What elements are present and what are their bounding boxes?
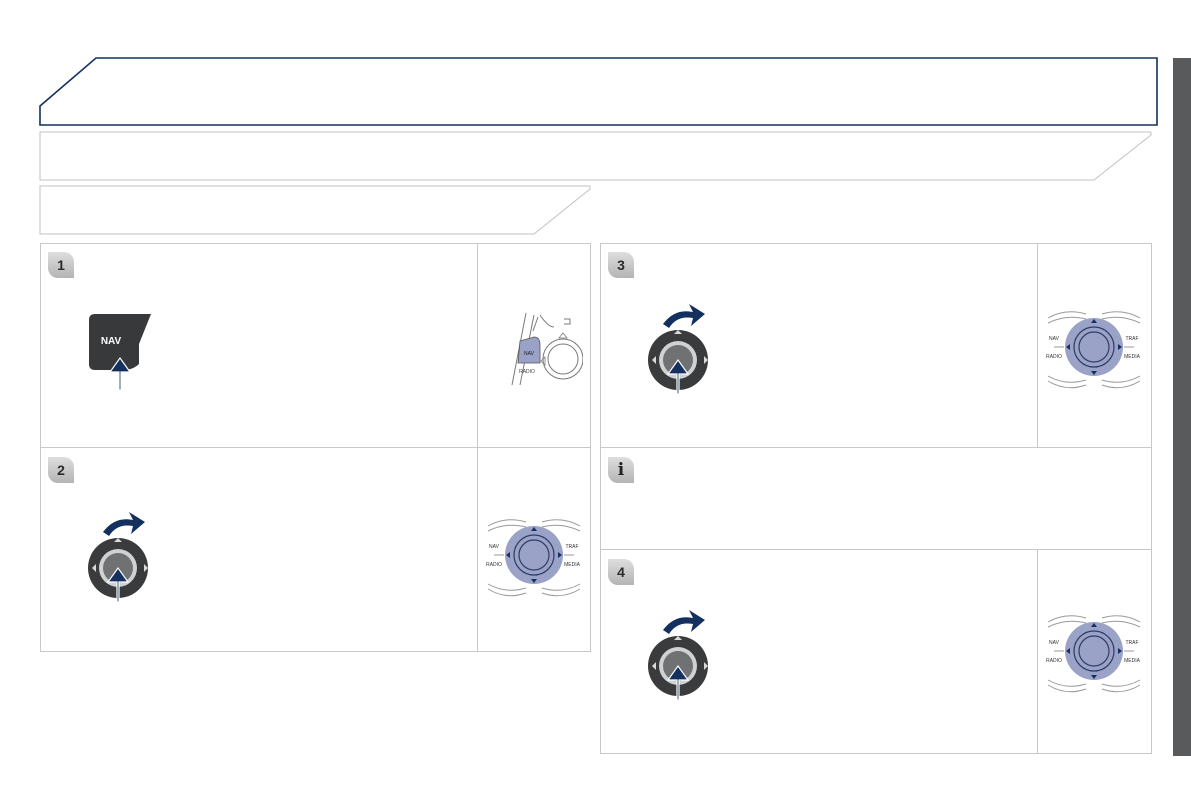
step-4-panel: 4 NAV TRAF RADIO MEDIA bbox=[600, 549, 1152, 754]
section-banner bbox=[39, 185, 591, 235]
control-dial-diagram: NAV TRAF RADIO MEDIA bbox=[1046, 615, 1141, 693]
dial-nav-label: NAV bbox=[489, 544, 500, 550]
press-arrow-icon bbox=[106, 566, 130, 603]
step-4-number: 4 bbox=[608, 559, 634, 585]
step-2-panel: 2 NAV TRAF RADIO MEDIA bbox=[40, 447, 591, 652]
dial-media-label: MEDIA bbox=[1124, 354, 1141, 360]
sidebar-strip bbox=[1173, 58, 1191, 756]
step-3-number: 3 bbox=[608, 252, 634, 278]
dial-radio-label: RADIO bbox=[1046, 354, 1062, 360]
step-1-panel: 1 NAV NAV RADIO bbox=[40, 243, 591, 448]
dial-nav-label: NAV bbox=[1049, 336, 1060, 342]
info-panel: i bbox=[600, 447, 1152, 550]
info-icon: i bbox=[608, 457, 634, 483]
rotate-arrow-icon bbox=[663, 304, 705, 328]
control-dial-diagram: NAV TRAF RADIO MEDIA bbox=[1046, 311, 1141, 389]
nav-button-label: NAV bbox=[101, 336, 122, 347]
console-nav-label: NAV bbox=[524, 351, 535, 357]
control-dial-diagram: NAV TRAF RADIO MEDIA bbox=[486, 519, 581, 597]
press-arrow-icon bbox=[666, 664, 690, 701]
rotate-press-dial-icon bbox=[88, 512, 148, 603]
step-2-number: 2 bbox=[48, 457, 74, 483]
rotate-press-dial-icon bbox=[648, 610, 708, 701]
dial-traf-label: TRAF bbox=[565, 544, 578, 550]
dial-media-label: MEDIA bbox=[1124, 658, 1141, 664]
press-arrow-icon bbox=[108, 356, 132, 391]
rotate-press-dial-icon bbox=[648, 304, 708, 395]
console-radio-label: RADIO bbox=[519, 369, 535, 375]
dial-radio-label: RADIO bbox=[486, 562, 502, 568]
dial-nav-label: NAV bbox=[1049, 640, 1060, 646]
title-banner bbox=[39, 57, 1158, 126]
press-arrow-icon bbox=[666, 358, 690, 395]
dial-media-label: MEDIA bbox=[564, 562, 581, 568]
rotate-arrow-icon bbox=[103, 512, 145, 536]
subtitle-banner bbox=[39, 131, 1152, 181]
dial-traf-label: TRAF bbox=[1125, 640, 1138, 646]
step-3-panel: 3 NAV TRAF RADIO MEDIA bbox=[600, 243, 1152, 448]
dial-radio-label: RADIO bbox=[1046, 658, 1062, 664]
dial-traf-label: TRAF bbox=[1125, 336, 1138, 342]
rotate-arrow-icon bbox=[663, 610, 705, 634]
nav-console-diagram: NAV RADIO bbox=[511, 312, 583, 386]
nav-button-icon: NAV bbox=[89, 314, 151, 391]
step-1-number: 1 bbox=[48, 252, 74, 278]
header-banners bbox=[39, 57, 1158, 235]
